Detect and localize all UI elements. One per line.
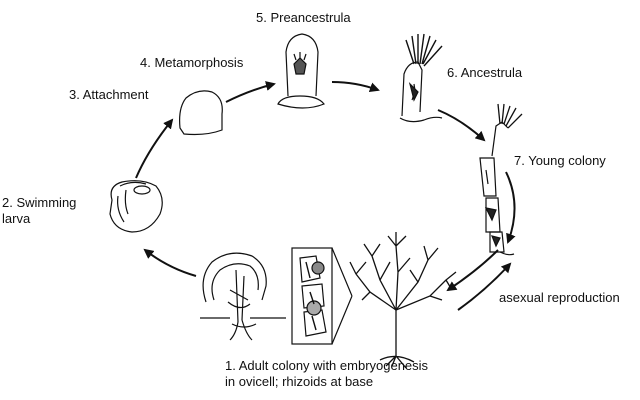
preancestrula-illustration [278, 34, 324, 108]
asexual-reproduction-label: asexual reproduction [499, 290, 620, 306]
stage-label-ancestrula: 6. Ancestrula [447, 65, 522, 81]
adult-colony-tree-illustration [350, 232, 456, 368]
attachment-illustration [180, 91, 223, 135]
stage-label-adult-colony-line1: 1. Adult colony with embryogenesis [225, 358, 428, 374]
ovicell-illustration [200, 253, 286, 340]
stage-label-adult-colony-line2: in ovicell; rhizoids at base [225, 374, 428, 390]
ancestrula-illustration [400, 34, 442, 122]
zoom-box-illustration [292, 248, 352, 344]
swimming-larva-illustration [110, 181, 162, 232]
arrow-preancestrula-to-ancestrula [438, 110, 484, 140]
arrow-larva-to-attachment [136, 120, 172, 178]
arrow-attachment-to-metamorphosis [226, 84, 274, 102]
arrow-young-colony-down [506, 172, 515, 242]
stage-label-attachment: 3. Attachment [69, 87, 149, 103]
young-colony-illustration [480, 104, 522, 255]
arrow-adult-to-larva [145, 250, 196, 276]
stage-label-swimming-larva-line2: larva [2, 211, 76, 227]
arrow-metamorphosis-to-preancestrula [332, 82, 378, 90]
stage-label-preancestrula: 5. Preancestrula [256, 10, 351, 26]
stage-label-metamorphosis: 4. Metamorphosis [140, 55, 243, 71]
stage-label-young-colony: 7. Young colony [514, 153, 606, 169]
stage-label-adult-colony: 1. Adult colony with embryogenesis in ov… [225, 358, 428, 390]
stage-label-swimming-larva-line1: 2. Swimming [2, 195, 76, 211]
stage-label-swimming-larva: 2. Swimming larva [2, 195, 76, 227]
cycle-arrows [136, 82, 515, 310]
